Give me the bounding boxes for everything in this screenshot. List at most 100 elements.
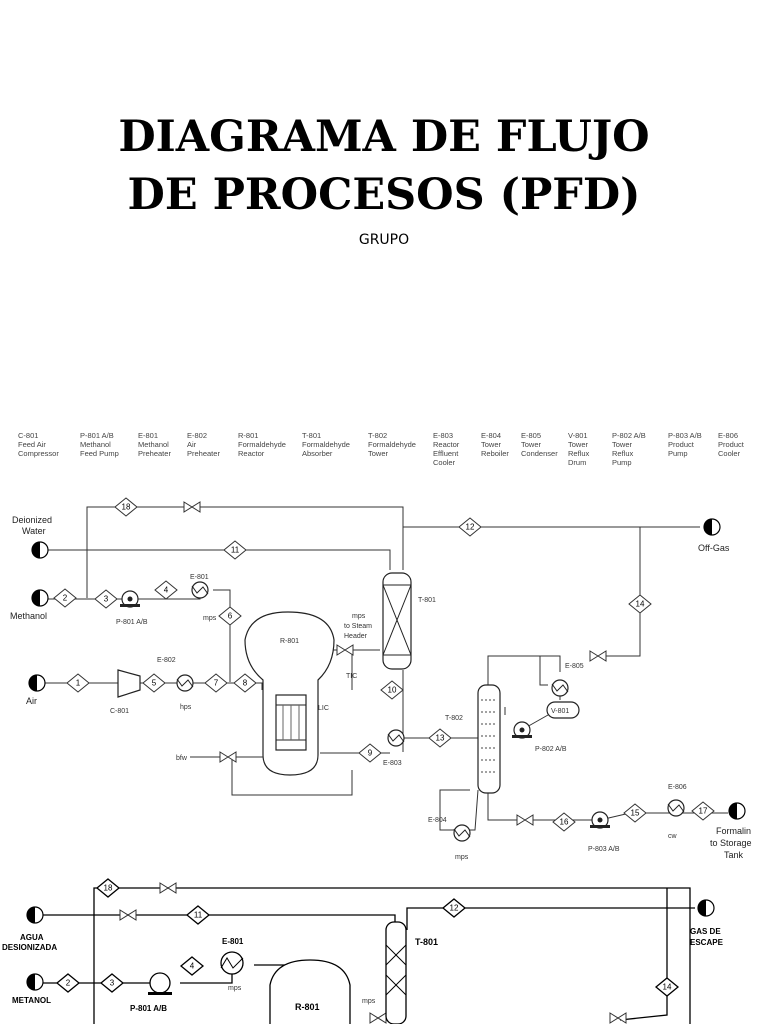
valve-icon — [159, 882, 177, 894]
label-p801: P-801 A/B — [130, 1004, 167, 1013]
valve-icon — [589, 650, 607, 662]
legend-line: Compressor — [18, 449, 59, 458]
legend-line: Methanol — [138, 440, 169, 449]
stream-marker: 18 — [114, 497, 138, 517]
label-c801: C-801 — [110, 708, 129, 715]
label-t801: T-801 — [415, 937, 438, 947]
stream-marker: 5 — [142, 673, 166, 693]
stream-marker: 18 — [96, 878, 120, 898]
methanol-source-icon — [31, 589, 49, 607]
svg-text:6: 6 — [228, 612, 233, 621]
agua-source-icon — [26, 906, 44, 924]
legend-line: Product — [718, 440, 745, 449]
label-t802: T-802 — [445, 715, 463, 722]
legend-line: Feed Pump — [80, 449, 119, 458]
svg-text:18: 18 — [122, 503, 131, 512]
legend-item: R-801 Formaldehyde Reactor — [238, 431, 286, 458]
reactor-r801-icon — [269, 959, 351, 1024]
legend-line: Cooler — [433, 458, 456, 467]
legend-tag: P-801 A/B — [80, 431, 114, 440]
legend-item: C-801 Feed Air Compressor — [18, 431, 59, 458]
legend-line: Tower — [612, 440, 633, 449]
label-steam-header: to Steam — [344, 623, 372, 630]
valve-icon — [336, 644, 354, 656]
svg-text:9: 9 — [368, 749, 373, 758]
legend-line: Formaldehyde — [238, 440, 286, 449]
legend-line: Effluent — [433, 449, 459, 458]
legend-line: Tower — [368, 449, 389, 458]
legend-line: Condenser — [521, 449, 558, 458]
pump-p802-icon — [511, 721, 533, 739]
legend-line: Pump — [612, 458, 632, 467]
label-formalin: to Storage — [710, 838, 752, 848]
heat-exchanger-e803-icon — [387, 729, 405, 747]
legend-tag: E-804 — [481, 431, 501, 440]
svg-text:5: 5 — [152, 679, 157, 688]
stream-terminals — [28, 518, 746, 820]
svg-text:12: 12 — [450, 904, 459, 913]
legend-line: Cooler — [718, 449, 741, 458]
svg-text:1: 1 — [76, 679, 81, 688]
label-formalin: Formalin — [716, 826, 751, 836]
legend-item: P-802 A/B Tower Reflux Pump — [612, 431, 646, 467]
stream-marker: 10 — [380, 680, 404, 700]
valve-icon — [119, 909, 137, 921]
svg-text:11: 11 — [194, 911, 203, 920]
stream-marker: 14 — [628, 594, 652, 614]
svg-text:2: 2 — [66, 979, 71, 988]
stream-marker: 2 — [53, 588, 77, 608]
label-gas-escape: GAS DE — [690, 927, 721, 936]
legend-line: Reflux — [612, 449, 634, 458]
label-r801: R-801 — [280, 638, 299, 645]
stream-marker: 12 — [442, 898, 466, 918]
legend-tag: E-801 — [138, 431, 158, 440]
label-lic: LIC — [318, 705, 329, 712]
stream-marker: 3 — [94, 589, 118, 609]
legend-line: Tower — [521, 440, 542, 449]
stream-marker: 15 — [623, 803, 647, 823]
label-agua: AGUA — [20, 933, 44, 942]
label-e806: E-806 — [668, 784, 687, 791]
svg-text:18: 18 — [104, 884, 113, 893]
label-methanol: Methanol — [10, 611, 47, 621]
stream-marker: 4 — [180, 956, 204, 976]
label-agua: DESIONIZADA — [2, 943, 57, 952]
legend-item: P-801 A/B Methanol Feed Pump — [80, 431, 119, 458]
label-t801: T-801 — [418, 597, 436, 604]
legend-line: Air — [187, 440, 197, 449]
process-lines — [45, 506, 728, 831]
legend-line: Absorber — [302, 449, 333, 458]
label-mps: mps — [362, 998, 376, 1005]
absorber-t801-icon — [382, 572, 412, 670]
legend-item: E-803 Reactor Effluent Cooler — [433, 431, 460, 467]
svg-text:12: 12 — [466, 523, 475, 532]
stream-marker: 4 — [154, 580, 178, 600]
legend-line: Product — [668, 440, 695, 449]
label-p802: P-802 A/B — [535, 746, 567, 753]
stream-marker: 7 — [204, 673, 228, 693]
legend-tag: E-806 — [718, 431, 738, 440]
legend-item: V-801 Tower Reflux Drum — [568, 431, 590, 467]
label-e803: E-803 — [383, 760, 402, 767]
label-mps: mps — [228, 985, 242, 992]
pump-p801-icon — [148, 972, 172, 995]
legend-line: Preheater — [187, 449, 220, 458]
label-bfw: bfw — [176, 755, 188, 762]
pfd-spanish: 18 11 12 2 3 4 14 AGUA DESIONIZADA METAN… — [2, 878, 724, 1024]
legend-item: E-806 Product Cooler — [718, 431, 745, 458]
legend-tag: E-805 — [521, 431, 541, 440]
legend-tag: R-801 — [238, 431, 258, 440]
label-off-gas: Off-Gas — [698, 543, 730, 553]
page-title: DIAGRAMA DE FLUJO DE PROCESOS (PFD) — [0, 108, 768, 224]
svg-text:16: 16 — [560, 818, 569, 827]
legend-tag: T-801 — [302, 431, 321, 440]
label-metanol: METANOL — [12, 996, 51, 1005]
valve-icon — [516, 814, 534, 826]
equipment-legend: C-801 Feed Air Compressor P-801 A/B Meth… — [18, 431, 745, 467]
legend-line: Reactor — [238, 449, 265, 458]
label-e805: E-805 — [565, 663, 584, 670]
svg-text:14: 14 — [636, 600, 645, 609]
legend-tag: C-801 — [18, 431, 38, 440]
stream-marker: 8 — [233, 673, 257, 693]
